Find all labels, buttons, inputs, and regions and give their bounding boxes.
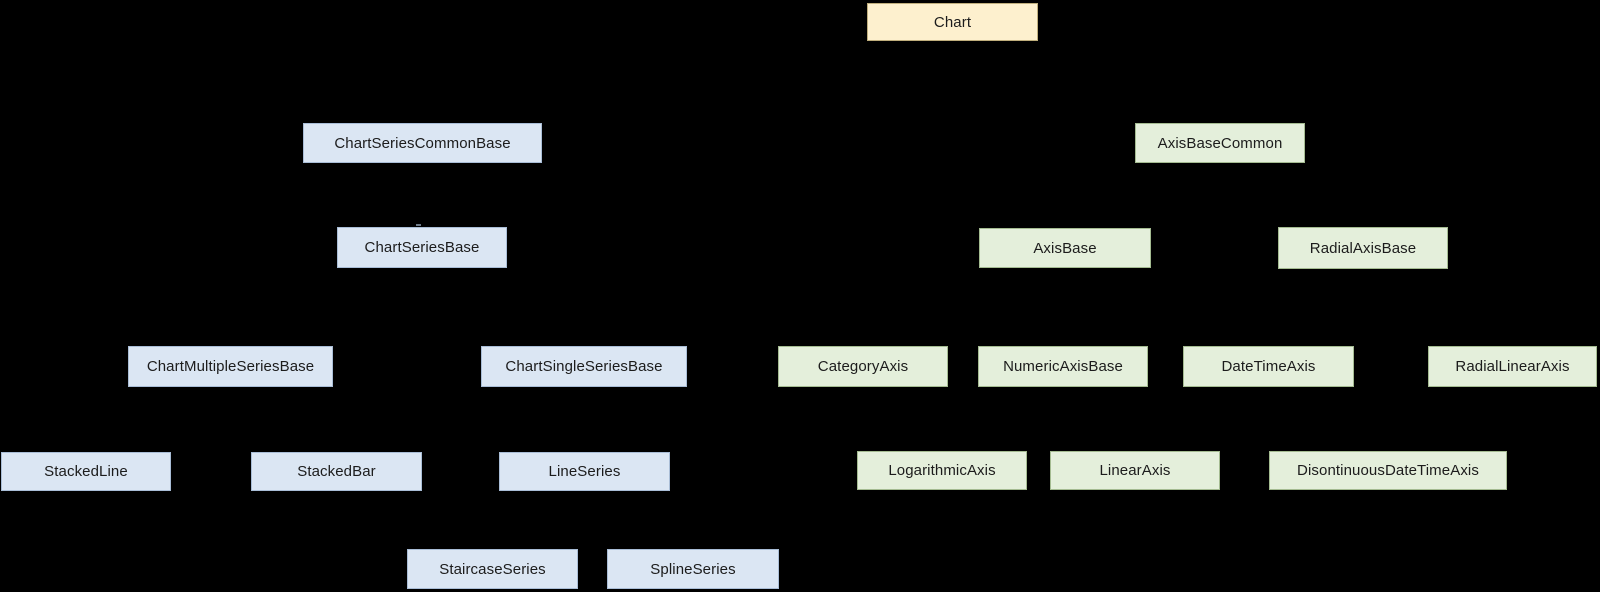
node-stacked-line: StackedLine: [1, 452, 171, 491]
node-chart: Chart: [867, 3, 1038, 41]
node-label: RadialLinearAxis: [1455, 358, 1570, 375]
node-label: AxisBase: [1033, 239, 1097, 257]
node-chart-series-common-base: ChartSeriesCommonBase: [303, 123, 542, 163]
node-label: CategoryAxis: [817, 358, 909, 375]
node-axis-base-common: AxisBaseCommon: [1135, 123, 1305, 163]
node-date-time-axis: DateTimeAxis: [1183, 346, 1354, 387]
node-label: StaircaseSeries: [439, 560, 546, 578]
node-radial-axis-base: RadialAxisBase: [1278, 227, 1448, 269]
node-spline-series: SplineSeries: [607, 549, 779, 589]
node-label: RadialAxisBase: [1309, 239, 1417, 257]
node-label: StackedBar: [297, 463, 376, 480]
node-radial-linear-axis: RadialLinearAxis: [1428, 346, 1597, 387]
node-category-axis: CategoryAxis: [778, 346, 948, 387]
node-axis-base: AxisBase: [979, 228, 1151, 268]
node-label: DateTimeAxis: [1221, 358, 1316, 375]
node-label: DisontinuousDateTimeAxis: [1297, 462, 1479, 479]
node-chart-series-base: ChartSeriesBase: [337, 227, 507, 268]
node-label: StackedLine: [44, 463, 128, 480]
node-label: ChartMultipleSeriesBase: [146, 358, 315, 375]
node-label: ChartSingleSeriesBase: [505, 358, 663, 375]
connector-remnant: [416, 224, 421, 226]
node-label: ChartSeriesBase: [364, 239, 480, 256]
node-label: LogarithmicAxis: [888, 462, 996, 479]
node-label: ChartSeriesCommonBase: [334, 134, 511, 152]
node-label: Chart: [933, 13, 972, 31]
node-label: LineSeries: [548, 463, 621, 480]
node-staircase-series: StaircaseSeries: [407, 549, 578, 589]
node-chart-multiple-series-base: ChartMultipleSeriesBase: [128, 346, 333, 387]
node-numeric-axis-base: NumericAxisBase: [978, 346, 1148, 387]
node-logarithmic-axis: LogarithmicAxis: [857, 451, 1027, 490]
node-label: NumericAxisBase: [1003, 358, 1123, 375]
node-label: AxisBaseCommon: [1157, 134, 1283, 152]
node-stacked-bar: StackedBar: [251, 452, 422, 491]
node-label: LinearAxis: [1099, 462, 1171, 479]
node-linear-axis: LinearAxis: [1050, 451, 1220, 490]
node-chart-single-series-base: ChartSingleSeriesBase: [481, 346, 687, 387]
node-label: SplineSeries: [650, 560, 736, 578]
node-line-series: LineSeries: [499, 452, 670, 491]
node-disontinuous-date-time-axis: DisontinuousDateTimeAxis: [1269, 451, 1507, 490]
